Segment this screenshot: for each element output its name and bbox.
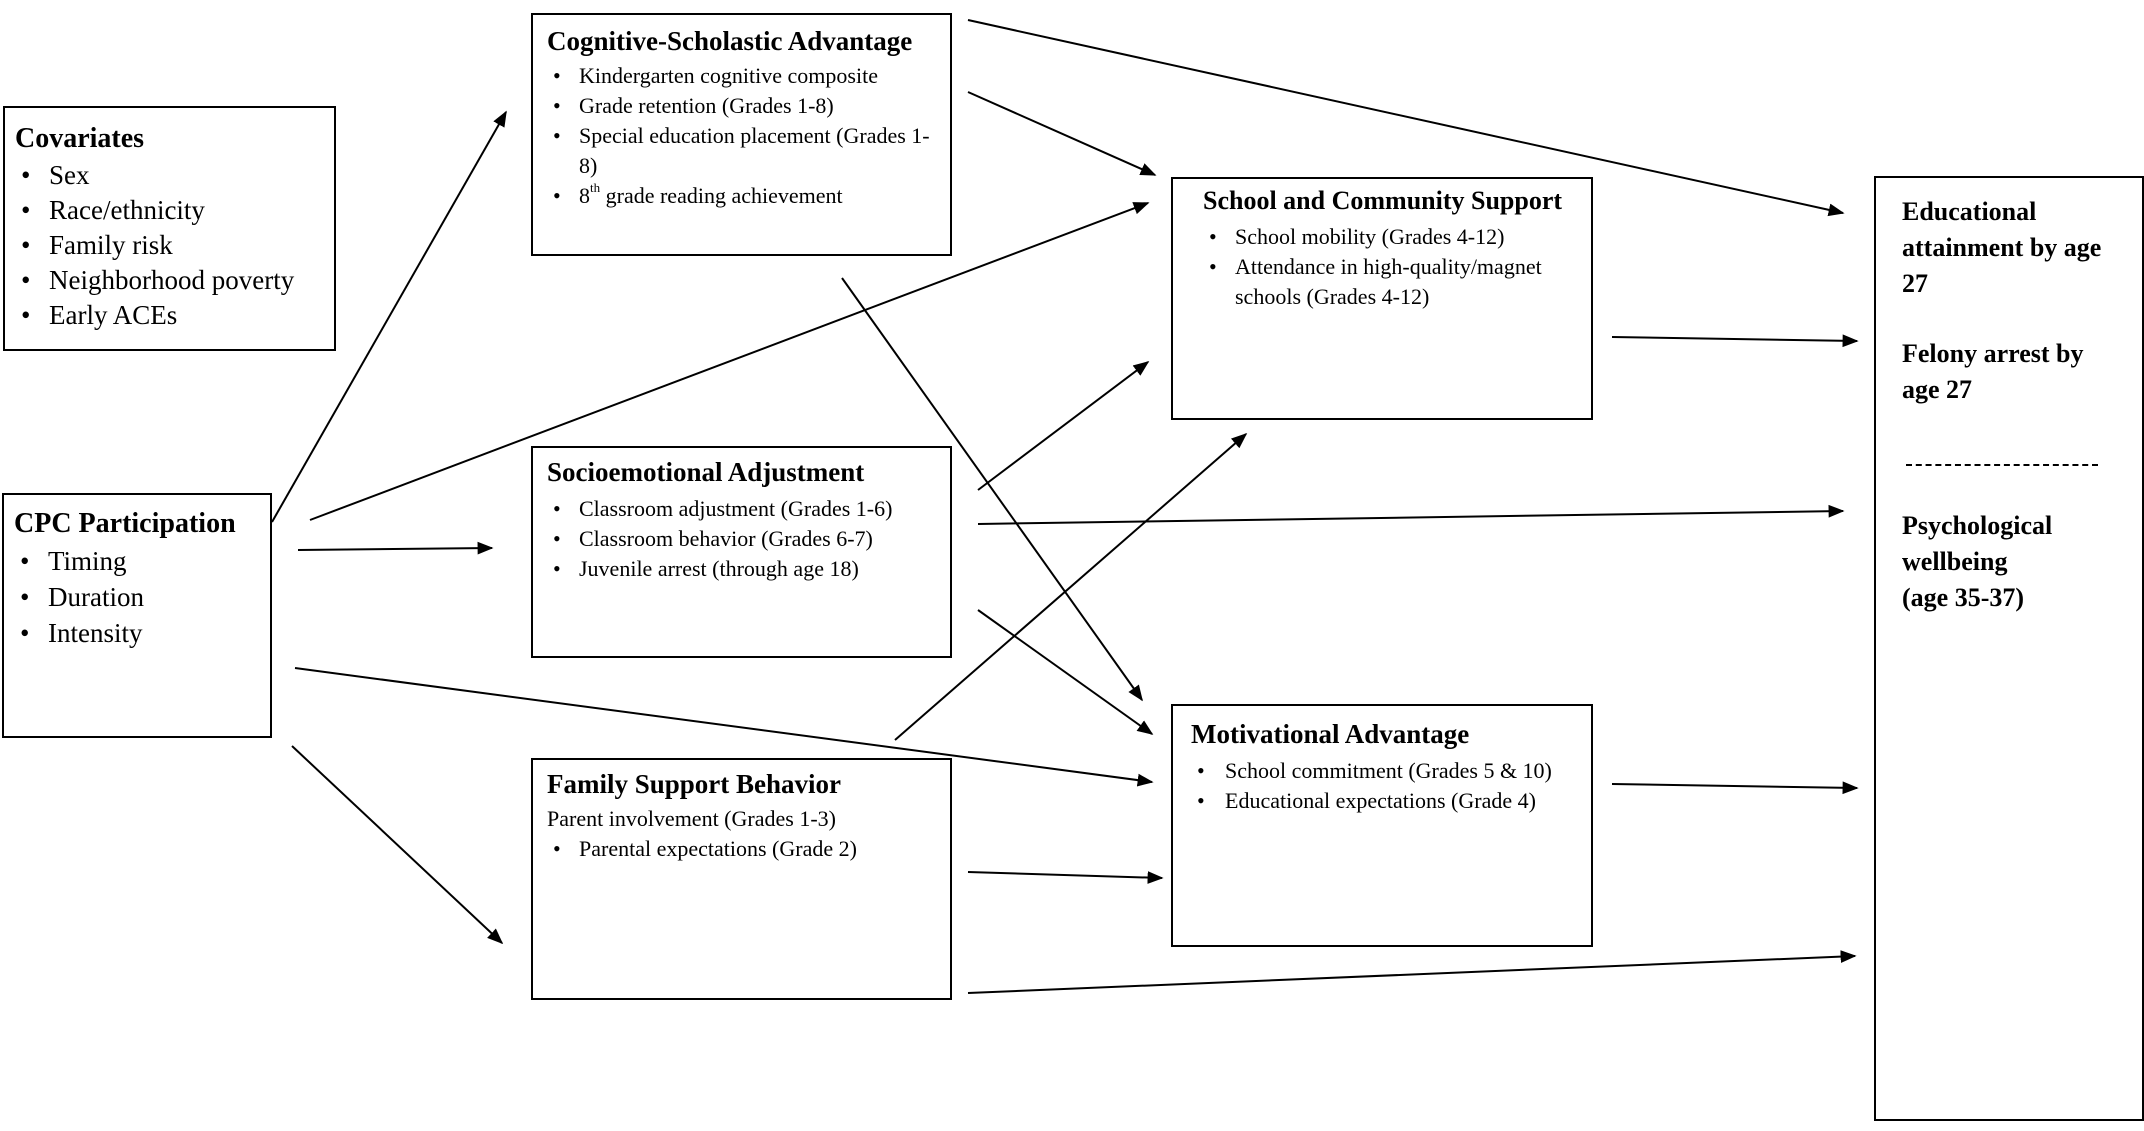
outcome-felony-line: age 27: [1902, 375, 1973, 404]
arrow-socio-to-outcomes: [977, 504, 1845, 525]
cpc-item: Duration: [14, 579, 260, 615]
cpc-participation-box: CPC Participation Timing Duration Intens…: [2, 493, 272, 738]
family-title: Family Support Behavior: [547, 769, 842, 799]
outcome-wellbeing-line: wellbeing: [1902, 547, 2008, 576]
outcome-wellbeing-line: Psychological: [1902, 511, 2053, 540]
arrow-family-to-outcomes: [967, 950, 1857, 994]
socio-item: Juvenile arrest (through age 18): [547, 554, 936, 584]
arrow-cpc-to-cognitive: [271, 110, 507, 523]
covariates-box: Covariates Sex Race/ethnicity Family ris…: [3, 106, 336, 351]
arrow-family-to-motivational: [967, 871, 1164, 884]
outcome-wellbeing-line: (age 35-37): [1902, 583, 2025, 612]
outcome-educational-line: attainment by age: [1902, 233, 2102, 262]
outcome-divider: [1906, 464, 2098, 466]
family-item: Parental expectations (Grade 2): [547, 834, 936, 864]
cognitive-title: Cognitive-Scholastic Advantage: [547, 26, 913, 56]
covariate-item: Early ACEs: [15, 298, 324, 333]
cognitive-item: Special education placement (Grades 1-8): [547, 121, 936, 181]
reading-grade-suffix: th: [590, 180, 601, 196]
arrow-cpc-to-school: [309, 202, 1150, 521]
covariate-item: Race/ethnicity: [15, 193, 324, 228]
arrow-school-to-outcomes: [1611, 334, 1859, 348]
cognitive-scholastic-box: Cognitive-Scholastic Advantage Kindergar…: [531, 13, 952, 256]
cpc-item: Timing: [14, 543, 260, 579]
cognitive-item: Grade retention (Grades 1-8): [547, 91, 936, 121]
cognitive-list: Kindergarten cognitive composite Grade r…: [547, 61, 936, 211]
school-community-box: School and Community Support School mobi…: [1171, 177, 1593, 420]
arrow-cpc-to-socio: [297, 541, 494, 555]
socioemotional-box: Socioemotional Adjustment Classroom adju…: [531, 446, 952, 658]
reading-item-text: grade reading achievement: [600, 183, 843, 209]
arrow-cpc-to-family: [291, 745, 504, 945]
socio-item: Classroom behavior (Grades 6-7): [547, 524, 936, 554]
motivational-title: Motivational Advantage: [1191, 719, 1470, 749]
arrow-socio-to-motivational: [977, 609, 1154, 735]
cpc-list: Timing Duration Intensity: [14, 543, 260, 651]
socio-title: Socioemotional Adjustment: [547, 457, 865, 487]
arrow-family-to-school: [894, 432, 1248, 741]
socio-list: Classroom adjustment (Grades 1-6) Classr…: [547, 494, 936, 584]
school-title: School and Community Support: [1203, 186, 1563, 215]
covariates-list: Sex Race/ethnicity Family risk Neighborh…: [15, 158, 324, 333]
outcome-felony-line: Felony arrest by: [1902, 339, 2084, 368]
cognitive-item: Kindergarten cognitive composite: [547, 61, 936, 91]
cpc-title: CPC Participation: [14, 508, 236, 539]
arrow-cognitive-to-motivational: [841, 277, 1143, 702]
arrow-motivational-to-outcomes: [1611, 781, 1859, 795]
covariate-item: Neighborhood poverty: [15, 263, 324, 298]
family-support-box: Family Support Behavior Parent involveme…: [531, 758, 952, 1000]
socio-item: Classroom adjustment (Grades 1-6): [547, 494, 936, 524]
reading-grade-number: 8: [579, 183, 590, 209]
family-list: Parental expectations (Grade 2): [547, 834, 936, 864]
arrow-cognitive-to-school: [967, 91, 1157, 176]
covariate-item: Family risk: [15, 228, 324, 263]
cpc-item: Intensity: [14, 615, 260, 651]
outcome-educational-line: 27: [1902, 269, 1928, 298]
cognitive-item-reading: 8th grade reading achievement: [547, 181, 936, 211]
outcomes-box: Educational attainment by age 27 Felony …: [1874, 176, 2144, 1121]
arrow-cpc-to-motivational: [294, 667, 1154, 787]
school-item: Attendance in high-quality/magnet school…: [1203, 252, 1561, 312]
motivational-list: School commitment (Grades 5 & 10) Educat…: [1191, 756, 1573, 816]
outcome-educational-line: Educational: [1902, 197, 2037, 226]
arrow-socio-to-school: [977, 361, 1150, 491]
family-plain-line: Parent involvement (Grades 1-3): [547, 806, 836, 832]
covariates-title: Covariates: [15, 123, 145, 154]
motivational-item: School commitment (Grades 5 & 10): [1191, 756, 1573, 786]
school-item: School mobility (Grades 4-12): [1203, 222, 1561, 252]
motivational-box: Motivational Advantage School commitment…: [1171, 704, 1593, 947]
arrow-cognitive-to-outcomes: [967, 19, 1845, 217]
school-list: School mobility (Grades 4-12) Attendance…: [1203, 222, 1561, 312]
motivational-item: Educational expectations (Grade 4): [1191, 786, 1573, 816]
covariate-item: Sex: [15, 158, 324, 193]
